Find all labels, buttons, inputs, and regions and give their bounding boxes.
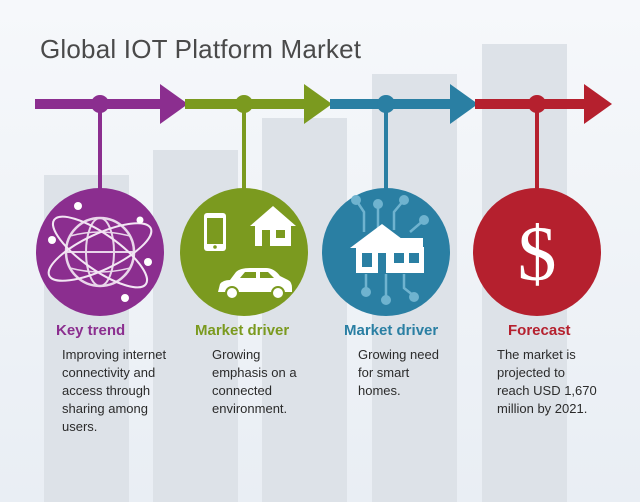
timeline-nodes xyxy=(91,95,546,113)
timeline-node xyxy=(91,95,109,113)
dollar-sign-icon: $ xyxy=(473,188,601,316)
house-icon xyxy=(250,206,296,246)
car-icon xyxy=(218,268,292,300)
globe-network-icon xyxy=(36,188,164,316)
timeline-node xyxy=(377,95,395,113)
stage-description: The market is projected to reach USD 1,6… xyxy=(497,347,597,416)
connectors xyxy=(98,104,539,190)
stage-description: Improving internet connectivity and acce… xyxy=(62,347,167,434)
smartphone-icon xyxy=(204,213,226,251)
stage-label-forecast: Forecast xyxy=(508,322,571,339)
svg-text:$: $ xyxy=(518,210,557,297)
background-bar xyxy=(262,118,347,502)
stage-label-key-trend: Key trend xyxy=(56,322,126,339)
page-title: Global IOT Platform Market xyxy=(40,34,362,64)
timeline-node xyxy=(235,95,253,113)
stage-label-market-driver: Market driver xyxy=(195,322,290,339)
arrow-green xyxy=(185,84,332,124)
stage-description: Growing emphasis on a connected environm… xyxy=(212,347,297,416)
stage-label-market-driver: Market driver xyxy=(344,322,439,339)
stage-description: Growing need for smart homes. xyxy=(358,347,439,398)
timeline-node xyxy=(528,95,546,113)
arrow-purple xyxy=(35,84,188,124)
connected-devices-icon xyxy=(180,188,308,316)
smart-home-icon xyxy=(322,188,450,316)
